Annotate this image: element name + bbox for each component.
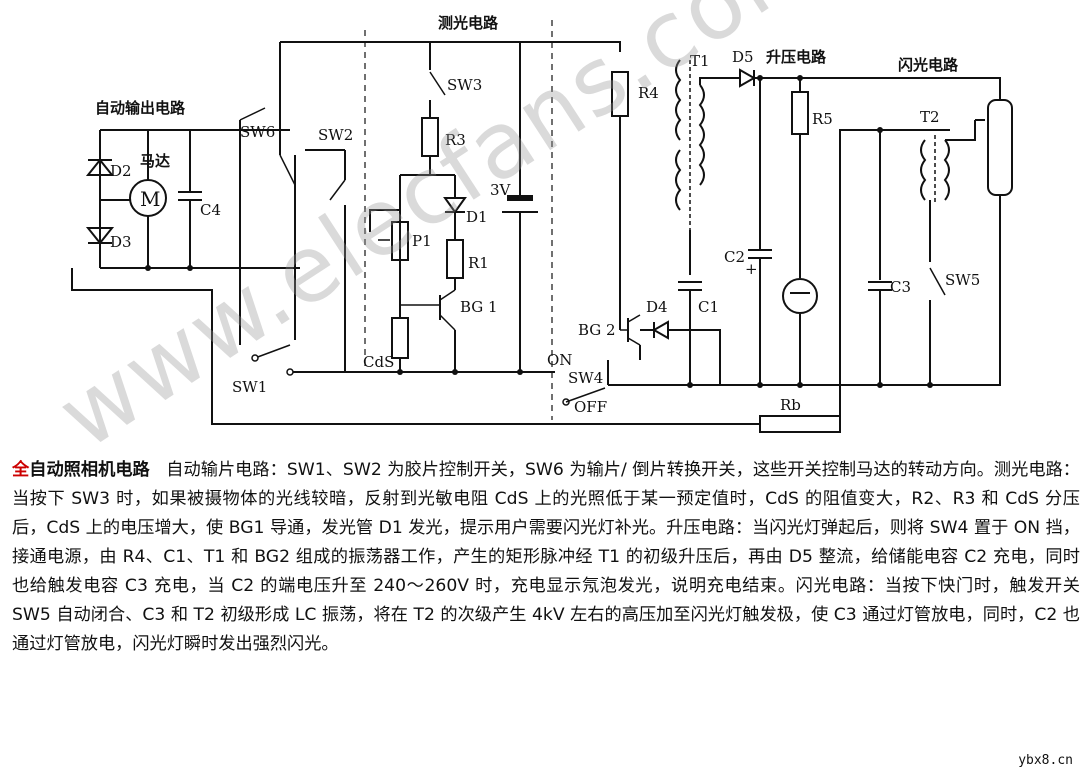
- label-off: OFF: [574, 398, 607, 416]
- label-bg2: BG 2: [578, 321, 616, 339]
- flash-tube-symbol: [987, 99, 1013, 196]
- label-c3: C3: [890, 278, 911, 296]
- label-d2: D2: [110, 162, 132, 180]
- label-bg1: BG 1: [460, 298, 498, 316]
- label-r1: R1: [468, 254, 489, 272]
- label-r5: R5: [812, 110, 833, 128]
- description-title-rest: 自动照相机电路: [29, 460, 150, 480]
- description-body: 自动输片电路：SW1、SW2 为胶片控制开关，SW6 为输片/ 倒片转换开关，这…: [12, 460, 1080, 654]
- switch-group: SW6 SW2 SW1: [232, 107, 353, 396]
- label-d3: D3: [110, 233, 132, 251]
- description-paragraph: 全自动照相机电路 自动输片电路：SW1、SW2 为胶片控制开关，SW6 为输片/…: [12, 456, 1080, 659]
- diode-d3-symbol: [85, 227, 115, 245]
- label-t2: T2: [920, 108, 940, 126]
- description-title-first-char: 全: [12, 460, 30, 480]
- label-c1: C1: [698, 298, 719, 316]
- label-motor: 马达: [140, 152, 170, 170]
- section-title-auto-output: 自动输出电路: [95, 99, 186, 117]
- label-sw1: SW1: [232, 378, 267, 396]
- section-title-metering: 测光电路: [438, 14, 499, 32]
- label-rb: Rb: [780, 396, 801, 414]
- boost-circuit: R4 T1 D5 C2 + R5 C1 BG 2: [547, 48, 1001, 433]
- label-on: ON: [547, 351, 572, 369]
- label-sw2: SW2: [318, 126, 353, 144]
- auto-output-circuit: D2 D3 M 马达 C4: [85, 129, 290, 271]
- label-sw6: SW6: [240, 123, 275, 141]
- diode-d2-symbol: [85, 158, 115, 176]
- site-credit: ybx8.cn: [1018, 753, 1073, 768]
- metering-circuit: SW3 R3 P1 D1 R1 BG 1 CdS 3V: [363, 42, 538, 375]
- label-battery: 3V: [490, 181, 512, 199]
- section-dividers: [364, 20, 553, 420]
- circuit-schematic: 自动输出电路 测光电路 升压电路 闪光电路 D2 D3 M 马达 C4: [71, 14, 1013, 433]
- label-c4: C4: [200, 201, 221, 219]
- section-title-boost: 升压电路: [766, 48, 827, 66]
- description-title: 全自动照相机电路: [12, 460, 150, 480]
- motor-letter: M: [140, 187, 160, 211]
- supply-rails: [71, 41, 1001, 425]
- label-d5: D5: [732, 48, 754, 66]
- flash-circuit: T2 C3 SW5: [868, 99, 1013, 388]
- label-sw5: SW5: [945, 271, 980, 289]
- label-sw3: SW3: [447, 76, 482, 94]
- label-r3: R3: [445, 131, 466, 149]
- label-c2: C2: [724, 248, 745, 266]
- section-title-flash: 闪光电路: [898, 56, 959, 74]
- label-r4: R4: [638, 84, 659, 102]
- neon-lamp-symbol: [782, 278, 818, 314]
- label-p1: P1: [412, 232, 432, 250]
- label-t1: T1: [690, 52, 710, 70]
- label-c2-plus: +: [745, 260, 758, 278]
- label-cds: CdS: [363, 353, 394, 371]
- label-sw4: SW4: [568, 369, 603, 387]
- label-d1: D1: [466, 208, 488, 226]
- label-d4: D4: [646, 298, 668, 316]
